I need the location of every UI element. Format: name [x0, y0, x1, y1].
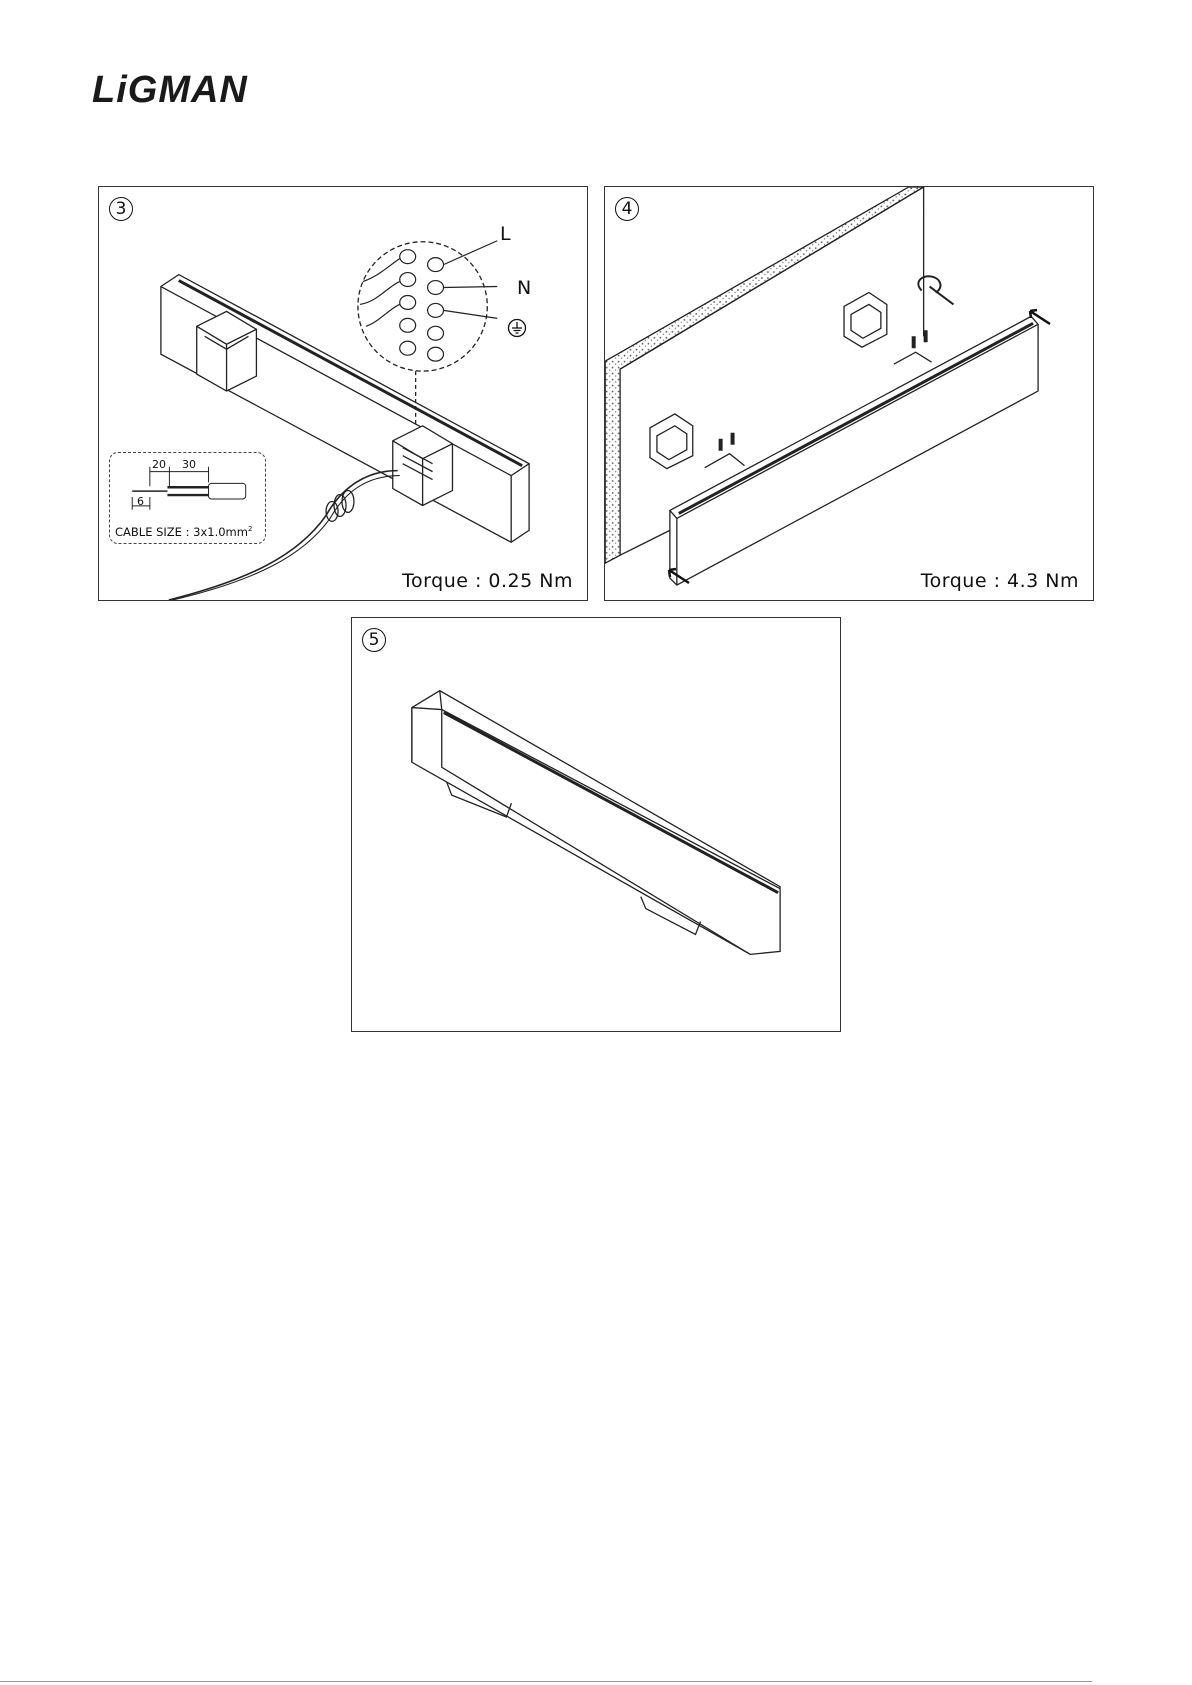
cable-size-label: CABLE SIZE : 3x1.0mm2	[115, 525, 252, 539]
step-number: 4	[615, 197, 639, 221]
logo-text: LiGMAN	[92, 70, 248, 106]
wall-mounting-illustration	[605, 187, 1093, 600]
strip-length-20: 20	[152, 458, 166, 471]
torque-value: Torque : 0.25 Nm	[402, 570, 573, 592]
strip-length-30: 30	[182, 458, 196, 471]
torque-value: Torque : 4.3 Nm	[921, 570, 1079, 592]
step-4-panel: 4 Torque : 4.3 Nm	[604, 186, 1094, 601]
ligman-logo: LiGMAN	[92, 70, 308, 106]
live-wire-label: L	[500, 223, 511, 245]
neutral-wire-label: N	[517, 277, 531, 299]
cable-strip-diagram: 20 30 6 CABLE SIZE : 3x1.0mm2	[109, 452, 266, 544]
step-number: 3	[109, 197, 133, 221]
step-5-panel: 5	[351, 617, 841, 1032]
step-3-panel: 3 L N 20 30 6 CABLE SIZE : 3x1.0mm2 Torq…	[98, 186, 588, 601]
push-arrow-icon	[661, 563, 691, 585]
installed-luminaire-illustration	[352, 618, 840, 1031]
strip-length-6: 6	[137, 495, 144, 508]
page-bottom-rule	[0, 1681, 1092, 1682]
step-number: 5	[362, 628, 386, 652]
ground-icon	[507, 318, 527, 338]
push-arrow-icon	[1022, 304, 1052, 326]
